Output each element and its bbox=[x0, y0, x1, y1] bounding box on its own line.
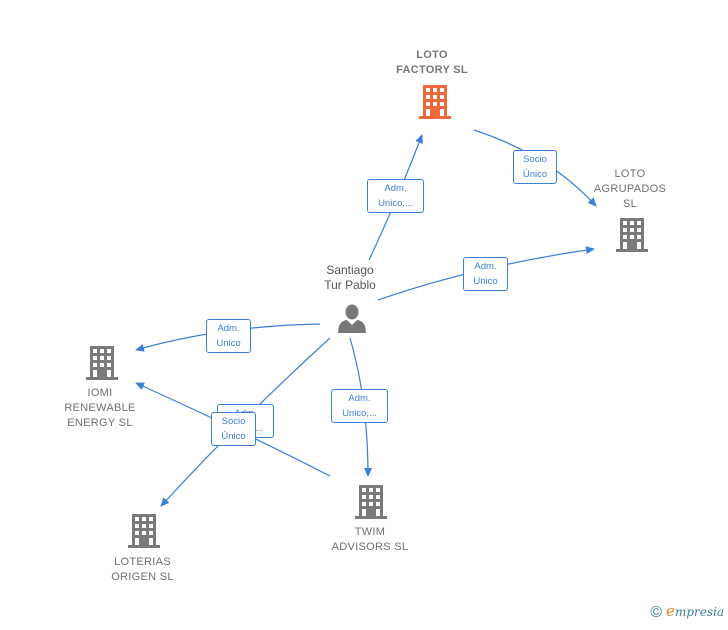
building-icon bbox=[355, 485, 387, 519]
node-twim-advisors[interactable]: TWIM ADVISORS SL bbox=[331, 526, 409, 553]
node-loto-agrupados[interactable]: LOTO AGRUPADOS SL bbox=[593, 168, 667, 210]
building-icon bbox=[616, 218, 648, 252]
brand-name: mpresia bbox=[674, 605, 724, 619]
building-icon bbox=[419, 85, 451, 119]
node-loto-factory[interactable]: LOTO FACTORY SL bbox=[396, 49, 468, 76]
edge-label-santiago-loto-factory: Adm. Unico,... bbox=[367, 179, 424, 213]
node-loterias-origen[interactable]: LOTERIAS ORIGEN SL bbox=[111, 556, 174, 583]
edge-label-twim-iomi: Socio Único bbox=[211, 412, 256, 446]
edge-label-santiago-agrupados: Adm. Unico bbox=[463, 257, 508, 291]
building-icon bbox=[128, 514, 160, 548]
building-icon bbox=[86, 346, 118, 380]
edge-label-santiago-twim: Adm. Unico,... bbox=[331, 389, 388, 423]
person-icon bbox=[338, 304, 366, 333]
edge-label-loto-factory-agrupados: Socio Único bbox=[513, 150, 557, 184]
copyright-symbol: © bbox=[650, 604, 663, 621]
edge-label-santiago-iomi: Adm. Unico bbox=[206, 319, 251, 353]
node-santiago-tur-pablo[interactable]: Santiago Tur Pablo bbox=[324, 263, 376, 292]
empresia-logo[interactable]: ©empresia bbox=[650, 602, 724, 622]
brand-initial: e bbox=[666, 602, 675, 620]
node-iomi-renewable-energy[interactable]: IOMI RENEWABLE ENERGY SL bbox=[64, 387, 136, 429]
